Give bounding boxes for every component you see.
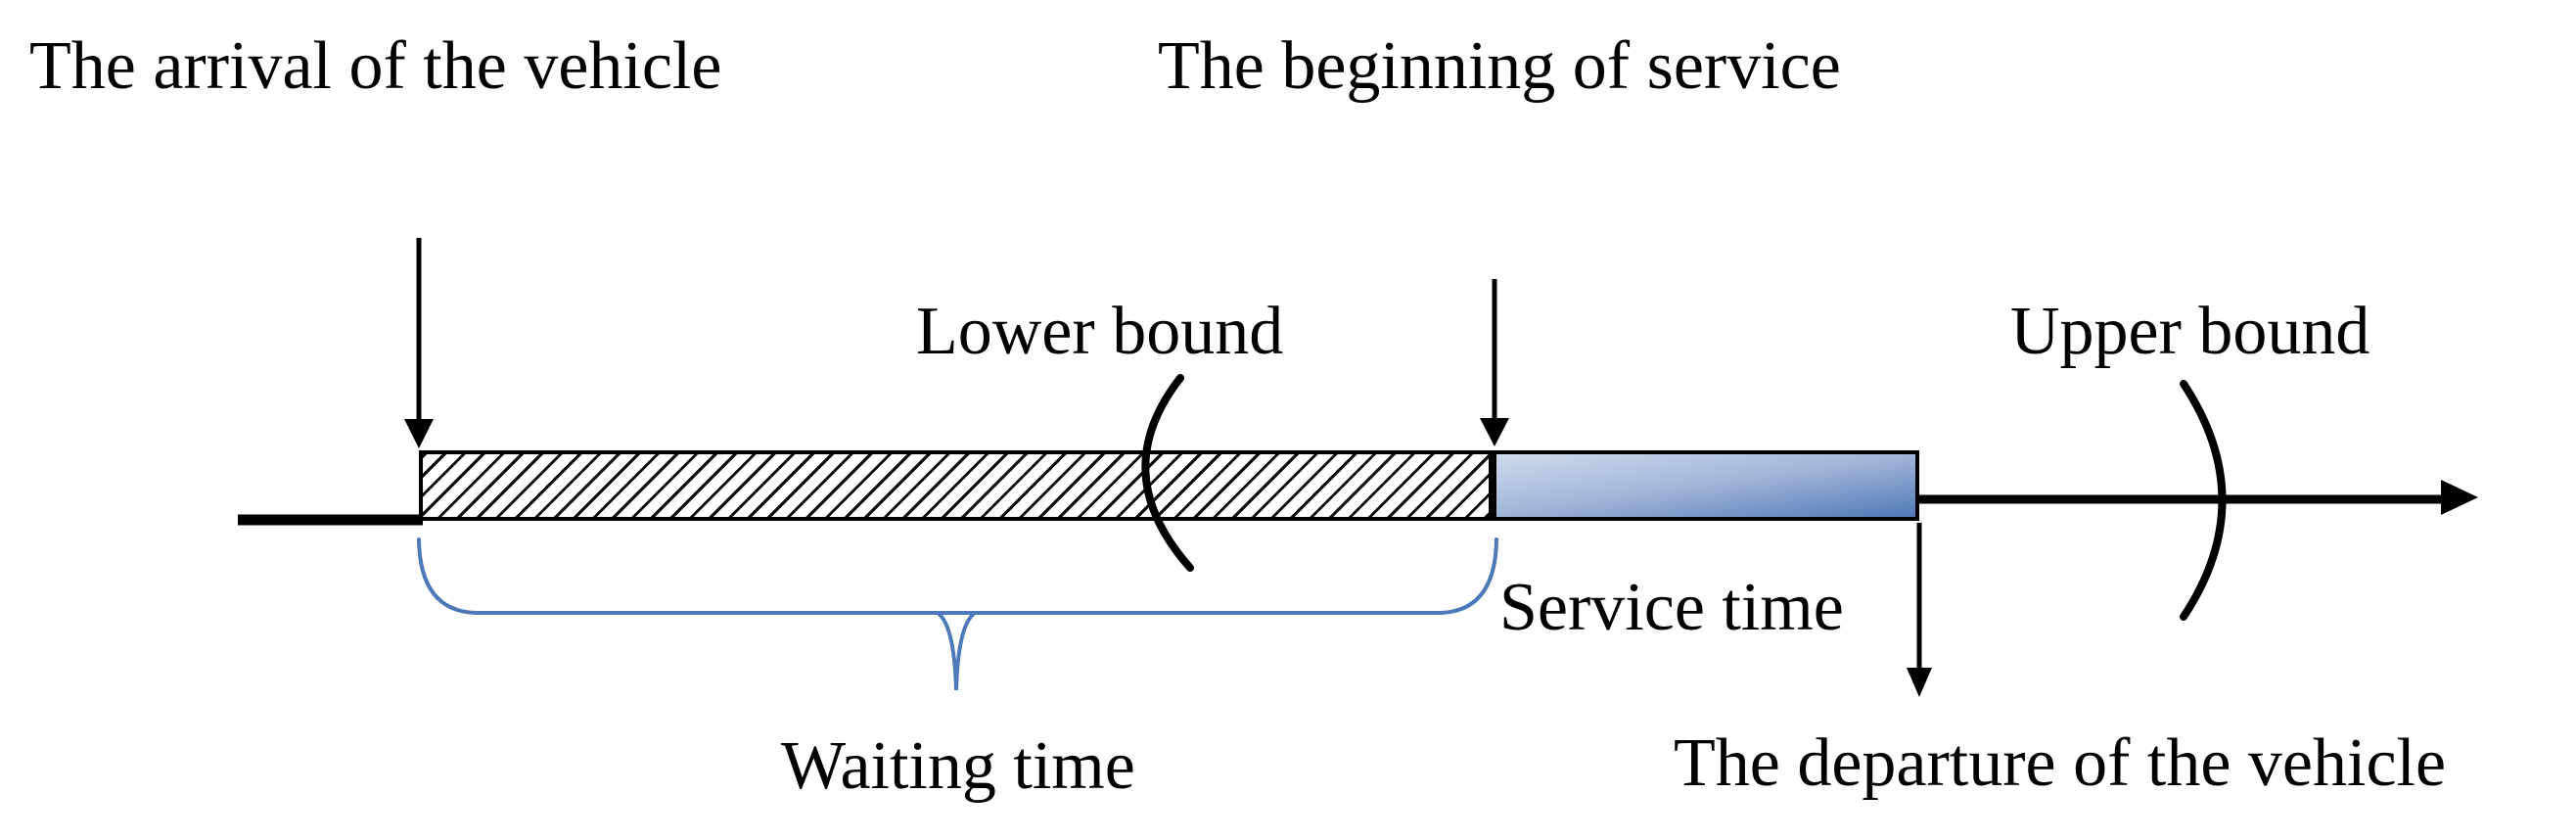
departure-label: The departure of the vehicle	[1674, 725, 2447, 801]
service-time-bar	[1493, 450, 1919, 521]
arrival-arrowhead-icon	[404, 419, 434, 448]
time-axis-arrowhead-icon	[2441, 480, 2478, 515]
beginning-of-service-arrowhead-icon	[1480, 418, 1509, 446]
waiting-time-brace	[417, 537, 1498, 615]
upper-bound-paren-icon	[2180, 380, 2227, 621]
waiting-time-bar	[419, 450, 1493, 521]
beginning-of-service-label: The beginning of service	[1158, 28, 1841, 104]
departure-arrowhead-icon	[1907, 668, 1932, 697]
waiting-time-label: Waiting time	[781, 728, 1135, 804]
arrival-label: The arrival of the vehicle	[29, 28, 722, 104]
lower-bound-label: Lower bound	[916, 294, 1284, 369]
service-time-label: Service time	[1499, 570, 1844, 645]
lower-bound-paren-icon	[1141, 374, 1194, 572]
waiting-time-brace-dip	[936, 611, 977, 691]
upper-bound-label: Upper bound	[2010, 294, 2370, 369]
